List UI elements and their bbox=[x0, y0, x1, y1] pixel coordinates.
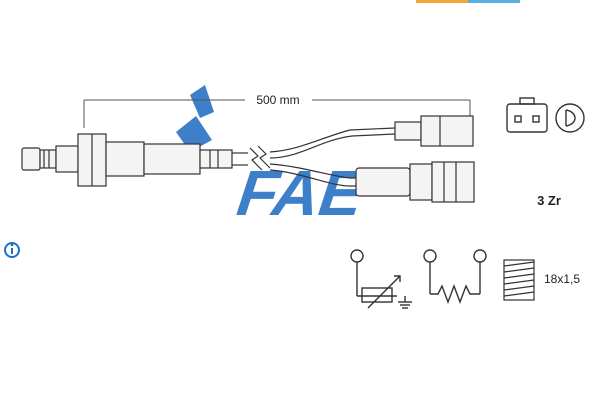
top-accent-bar-blue bbox=[468, 0, 520, 3]
thread-label: 18x1,5 bbox=[544, 272, 580, 286]
svg-text:FAE: FAE bbox=[228, 157, 376, 228]
cable-wires bbox=[232, 127, 396, 187]
top-accent-bar-orange bbox=[416, 0, 468, 3]
heater-connector bbox=[394, 115, 474, 147]
connector-side-view-icon bbox=[555, 103, 585, 133]
variable-resistor-symbol-icon bbox=[350, 249, 412, 309]
cable-length-label: 500 mm bbox=[256, 93, 299, 107]
heater-resistor-symbol-icon bbox=[423, 249, 487, 304]
dimension-line bbox=[83, 99, 471, 128]
sensor-probe bbox=[21, 133, 233, 187]
signal-connector bbox=[355, 161, 475, 203]
thread-symbol-icon bbox=[503, 259, 535, 301]
connector-front-view-icon bbox=[506, 97, 548, 133]
wires-label: 3 Zr bbox=[537, 193, 561, 208]
fae-watermark-logo: FAE bbox=[176, 85, 375, 229]
info-circle-icon[interactable] bbox=[4, 242, 20, 258]
